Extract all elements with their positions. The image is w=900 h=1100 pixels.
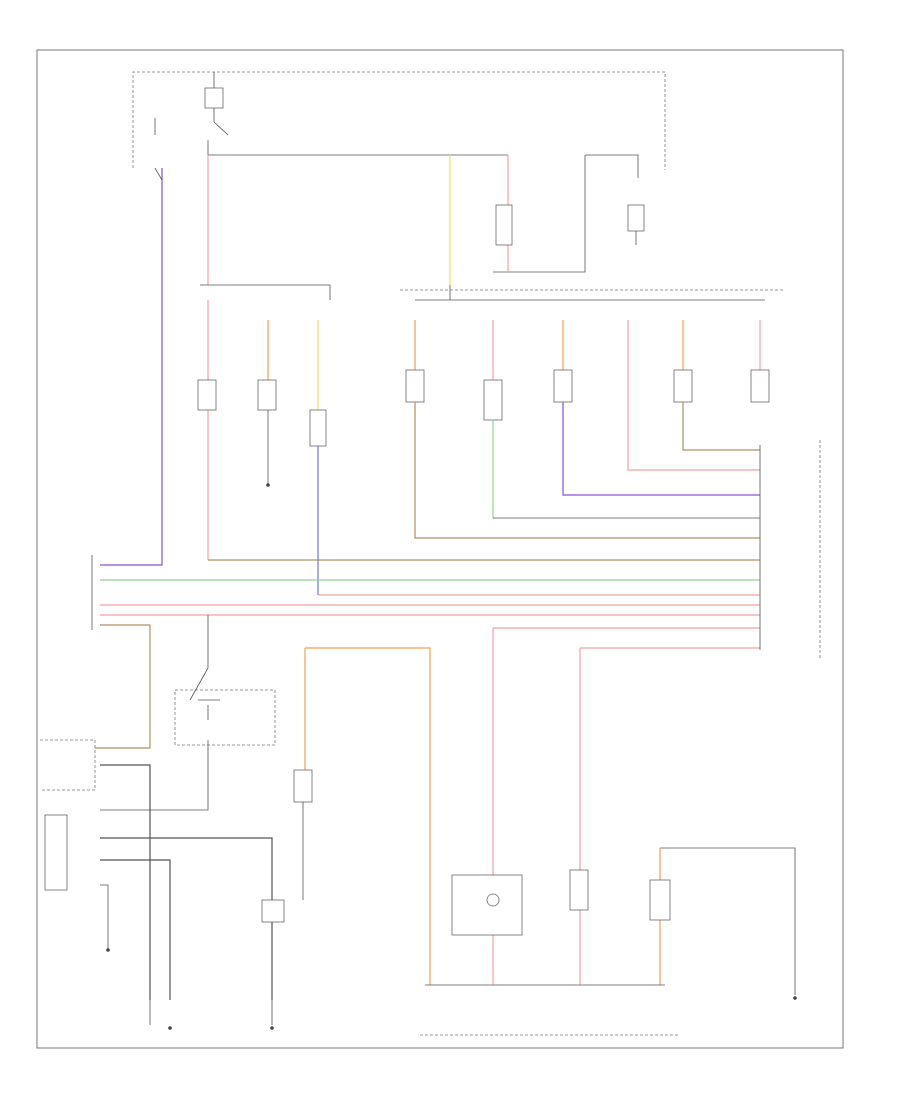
lamp-1: [486, 893, 500, 907]
switch-right-3: [553, 369, 573, 403]
wire-purple-tick: [154, 167, 163, 181]
module-mid-lower: [261, 899, 285, 923]
bus-right-return: [493, 155, 586, 273]
ground-point-1: [266, 483, 270, 487]
ground-point-2: [106, 948, 110, 952]
switch-right-1: [405, 369, 425, 403]
switch-right-6: [750, 369, 770, 403]
fuse-box-outline: [132, 71, 666, 170]
wire-lower-left-ground: [100, 884, 109, 950]
door-switch: [189, 615, 220, 720]
connector-lower-left: [40, 739, 96, 791]
switch-left-2: [257, 379, 277, 411]
wire-gray-1: [100, 764, 151, 1000]
component-switch-3: [309, 409, 327, 447]
door-switch-outline: [174, 689, 276, 746]
wire-lamp-3-top: [660, 847, 796, 995]
component-upper-right: [627, 204, 645, 232]
fuse-top: [204, 87, 224, 109]
bus-right-top: [585, 154, 639, 178]
wire-purple-r3: [562, 402, 760, 496]
wire-orange-mid: [305, 647, 431, 985]
wire-tan-right: [414, 402, 760, 539]
ground-point-4: [168, 1026, 172, 1030]
ground-point-5: [270, 1026, 274, 1030]
lamp-3: [649, 879, 671, 921]
diagram-border: [36, 49, 844, 1049]
module-lower-left: [44, 814, 68, 891]
relay-upper: [495, 204, 513, 246]
switch-left-1: [197, 379, 217, 411]
wire-tan-lower-left: [95, 624, 151, 749]
lamp-2: [569, 869, 589, 911]
wire-purple-left: [100, 168, 163, 566]
ground-point-3: [793, 996, 797, 1000]
switch-right-5: [673, 369, 693, 403]
door-switch-wire: [100, 740, 209, 811]
wire-gray-2: [100, 837, 273, 1000]
wire-gray-3: [100, 859, 171, 1000]
junction-bar-left: [200, 284, 331, 300]
ground-drops: [149, 1000, 273, 1025]
wire-tan-r5: [682, 402, 760, 451]
switch-right-2: [483, 379, 503, 421]
fuse-top-switch: [207, 72, 229, 155]
wire-pink-r4: [627, 320, 760, 471]
lamp-box-1: [451, 874, 523, 936]
component-mid: [293, 769, 313, 803]
